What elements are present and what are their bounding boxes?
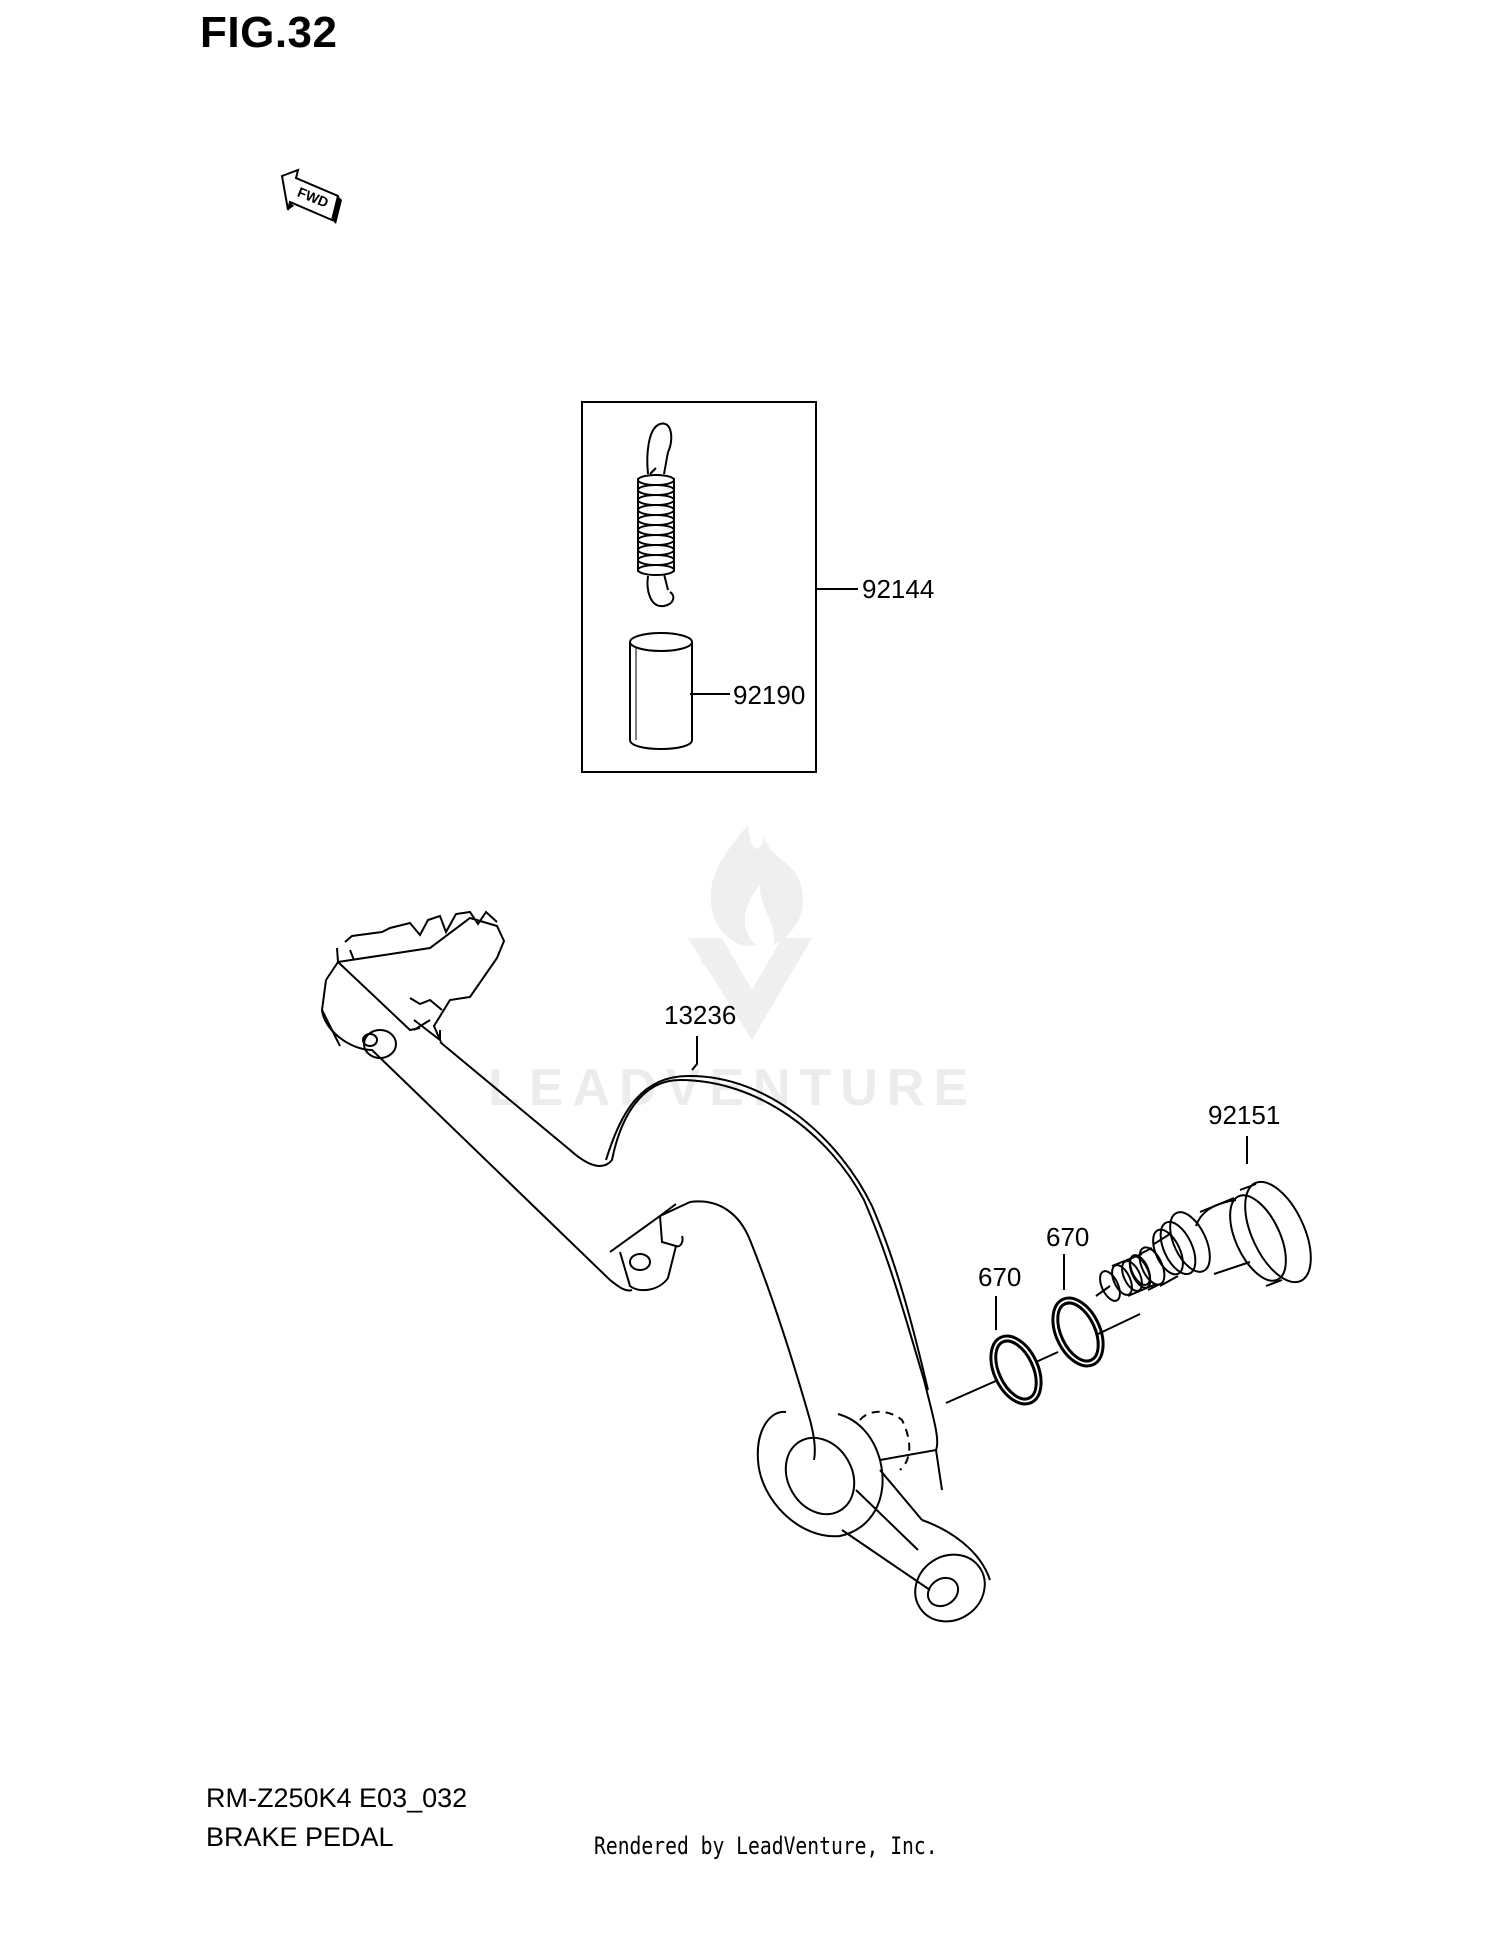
figure-title: FIG.32 bbox=[200, 8, 338, 57]
leadventure-logo-icon bbox=[688, 825, 812, 1040]
pivot-bolt bbox=[1095, 1180, 1312, 1302]
model-code: RM-Z250K4 E03_032 bbox=[206, 1783, 468, 1813]
part-label-670-inner: 670 bbox=[978, 1262, 1022, 1292]
brake-pedal bbox=[320, 910, 991, 1623]
part-label-670-outer: 670 bbox=[1046, 1222, 1090, 1252]
part-label-92144: 92144 bbox=[862, 574, 935, 604]
leader-13236 bbox=[691, 1036, 698, 1071]
o-ring-inner bbox=[989, 1334, 1043, 1406]
part-label-92151: 92151 bbox=[1208, 1100, 1281, 1130]
fwd-arrow-icon: FWD bbox=[280, 168, 342, 224]
part-label-13236: 13236 bbox=[664, 1000, 737, 1030]
watermark-text: LEADVENTURE bbox=[488, 1059, 978, 1117]
collar bbox=[629, 632, 693, 750]
o-ring-outer bbox=[1051, 1296, 1105, 1368]
part-label-92190: 92190 bbox=[733, 680, 806, 710]
kit-box bbox=[581, 401, 817, 773]
section-name: BRAKE PEDAL bbox=[206, 1822, 394, 1852]
rendered-by-credit: Rendered by LeadVenture, Inc. bbox=[594, 1832, 938, 1860]
spring bbox=[637, 422, 675, 608]
